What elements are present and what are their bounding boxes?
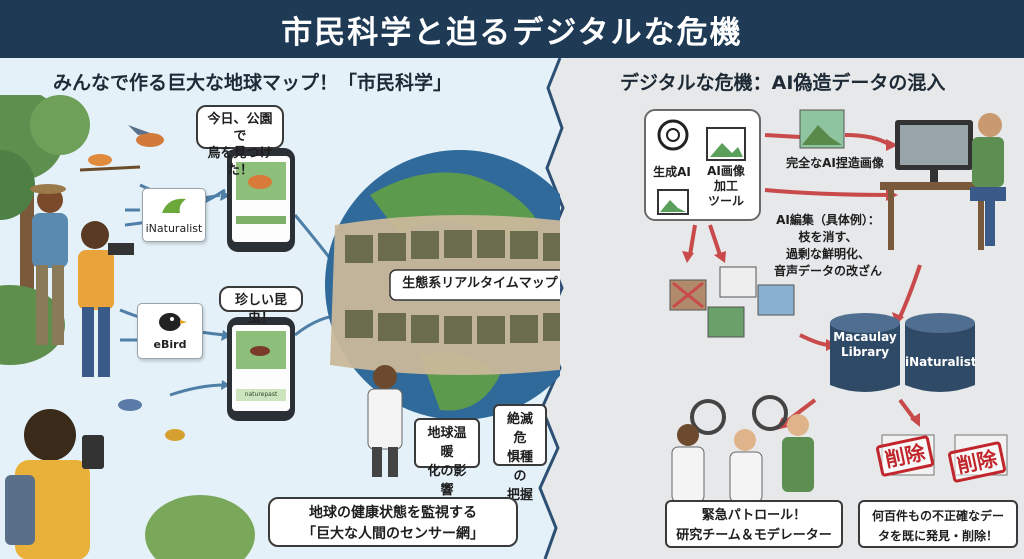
- page-title-bar: 市民科学と迫るデジタルな危機: [0, 0, 1024, 58]
- ebird-app-logo: eBird: [137, 303, 203, 359]
- phone-icon: [227, 148, 295, 252]
- bubble-rare-insect: 珍しい昆虫！: [219, 286, 303, 326]
- bird-icon: [79, 125, 164, 172]
- ebird-label: eBird: [153, 338, 187, 351]
- phone-app-label: naturepast: [236, 389, 286, 401]
- globe-icon: [325, 150, 560, 420]
- phone-icon: naturepast: [227, 317, 295, 421]
- bubble-endangered-species: 絶滅危 惧種の 把握: [493, 404, 547, 503]
- tree-icon: [0, 95, 90, 315]
- database-icon: [830, 313, 975, 392]
- phone-screen-bird: [232, 156, 290, 242]
- inaturalist-db-label: iNaturalist: [905, 355, 977, 369]
- bug-icon: [118, 399, 185, 441]
- image-icon: [657, 189, 689, 215]
- globe-map-label: 生態系リアルタイムマップ: [402, 276, 558, 291]
- patrol-caption: 緊急パトロール！ 研究チーム＆モデレーター: [665, 500, 843, 548]
- scientist-icon: [367, 365, 403, 477]
- ebird-bird-icon: [159, 313, 187, 331]
- deleted-data-caption: 何百件もの不正確なデー タを既に発見・削除！: [858, 500, 1018, 548]
- researcher-people: [671, 414, 814, 503]
- ai-image-tool-label: AI画像 加工 ツール: [707, 164, 745, 208]
- page-title: 市民科学と迫るデジタルな危機: [281, 14, 743, 51]
- bubble-bird-sighting: 今日、公園で 鳥を見つけた！: [196, 105, 284, 178]
- fake-image-icon: [799, 109, 845, 149]
- inaturalist-app-logo: iNaturalist: [142, 188, 206, 242]
- ai-edit-examples-label: AI編集（具体例）： 枝を消す、 過剰な鮮明化、 音声データの改ざん: [773, 213, 882, 278]
- photographer-person: [78, 221, 134, 377]
- fake-image-label: 完全なAI捏造画像: [786, 156, 884, 170]
- right-section-title: デジタルな危機：AI偽造データの混入: [620, 72, 946, 94]
- openai-icon: [657, 119, 689, 151]
- left-illustration: [0, 95, 560, 559]
- computer-icon: [880, 120, 990, 250]
- inaturalist-label: iNaturalist: [145, 222, 203, 235]
- left-caption: 地球の健康状態を監視する 「巨大な人間のセンサー網」: [268, 497, 518, 547]
- gen-ai-label: 生成AI: [653, 165, 691, 179]
- image-icon: [706, 127, 746, 161]
- inaturalist-bird-icon: [162, 198, 186, 213]
- phone-screen-insect: naturepast: [232, 325, 290, 411]
- magnifier-icon: [690, 395, 788, 435]
- child-with-phone-person: [5, 409, 104, 559]
- macaulay-library-label: Macaulay Library: [833, 330, 897, 359]
- bubble-climate-change: 地球温暖 化の影響: [414, 418, 480, 498]
- analyst-person: [970, 113, 1006, 246]
- left-section-title: みんなで作る巨大な地球マップ！「市民科学」: [53, 72, 453, 94]
- birdwatcher-person: [30, 184, 68, 345]
